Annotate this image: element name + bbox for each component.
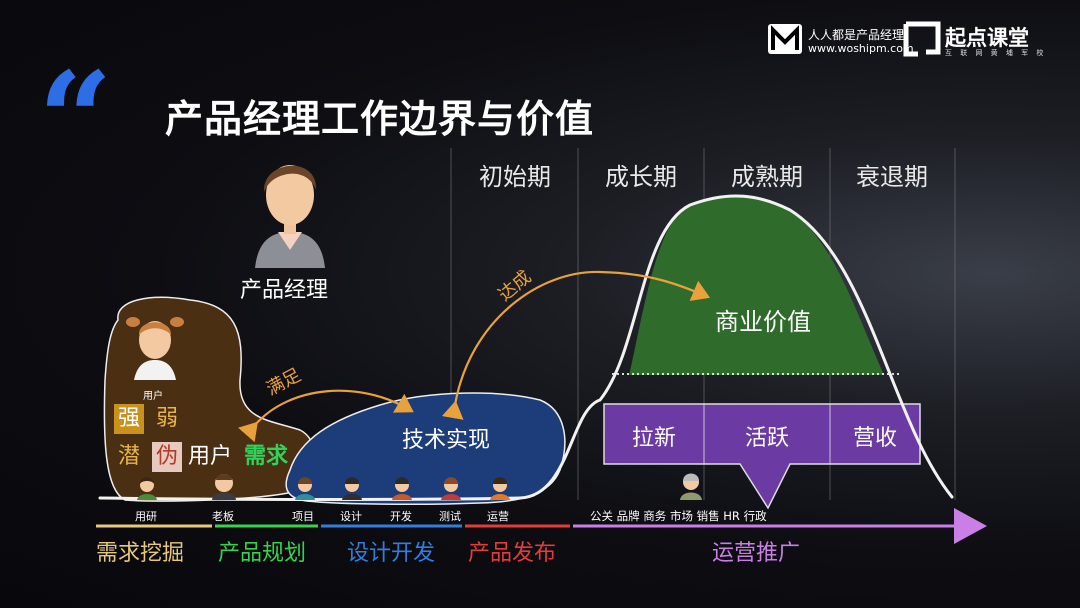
phase-planning: 产品规划 xyxy=(218,541,307,566)
commercial-value-label: 商业价值 xyxy=(715,308,811,336)
achieve-arrow xyxy=(441,270,711,420)
role-ops: 运营 xyxy=(487,510,509,523)
user-label: 用户 xyxy=(143,391,163,402)
stage-decline: 衰退期 xyxy=(856,163,928,191)
quote-mark-icon: “ xyxy=(38,43,113,196)
role-dev: 开发 xyxy=(390,510,412,523)
stage-mature: 成熟期 xyxy=(731,163,803,191)
role-project: 项目 xyxy=(292,510,314,523)
char-pseudo: 伪 xyxy=(152,442,182,472)
user-text: 用户 xyxy=(188,444,233,469)
tech-label: 技术实现 xyxy=(402,428,491,453)
pm-avatar xyxy=(255,165,325,268)
ops-bar xyxy=(603,403,921,510)
woshipm-brand: 人人都是产品经理 www.woshipm.com xyxy=(808,28,914,56)
phase-release: 产品发布 xyxy=(468,541,557,566)
ops-acquire: 拉新 xyxy=(631,426,676,451)
role-design: 设计 xyxy=(340,510,362,523)
qidian-name: 起点课堂 xyxy=(945,26,1029,50)
woshipm-url: www.woshipm.com xyxy=(808,42,914,55)
qidian-sub: 互 联 网 黄 埔 军 校 xyxy=(945,49,1047,57)
woshipm-logo xyxy=(768,24,802,54)
need-text: 需求 xyxy=(244,444,289,469)
woshipm-name: 人人都是产品经理 xyxy=(808,28,905,42)
role-boss: 老板 xyxy=(212,510,234,523)
role-others: 公关 品牌 商务 市场 销售 HR 行政 xyxy=(590,509,767,523)
phase-discovery: 需求挖掘 xyxy=(96,541,185,566)
user-avatar xyxy=(126,317,184,380)
role-test: 测试 xyxy=(439,510,461,523)
ops-revenue: 营收 xyxy=(852,426,897,451)
stage-initial: 初始期 xyxy=(479,163,551,191)
role-avatars xyxy=(137,473,702,500)
role-research: 用研 xyxy=(135,510,157,523)
char-strong: 强 xyxy=(114,404,144,434)
char-latent: 潜 xyxy=(117,444,140,469)
phase-development: 设计开发 xyxy=(347,541,436,566)
char-weak: 弱 xyxy=(155,406,178,431)
phase-promotion: 运营推广 xyxy=(712,541,801,566)
stage-growth: 成长期 xyxy=(605,163,677,191)
pm-label: 产品经理 xyxy=(240,278,329,303)
satisfy-arrow xyxy=(238,389,414,443)
qidian-logo xyxy=(903,21,941,57)
ops-active: 活跃 xyxy=(744,426,789,451)
page-title: 产品经理工作边界与价值 xyxy=(165,97,595,141)
